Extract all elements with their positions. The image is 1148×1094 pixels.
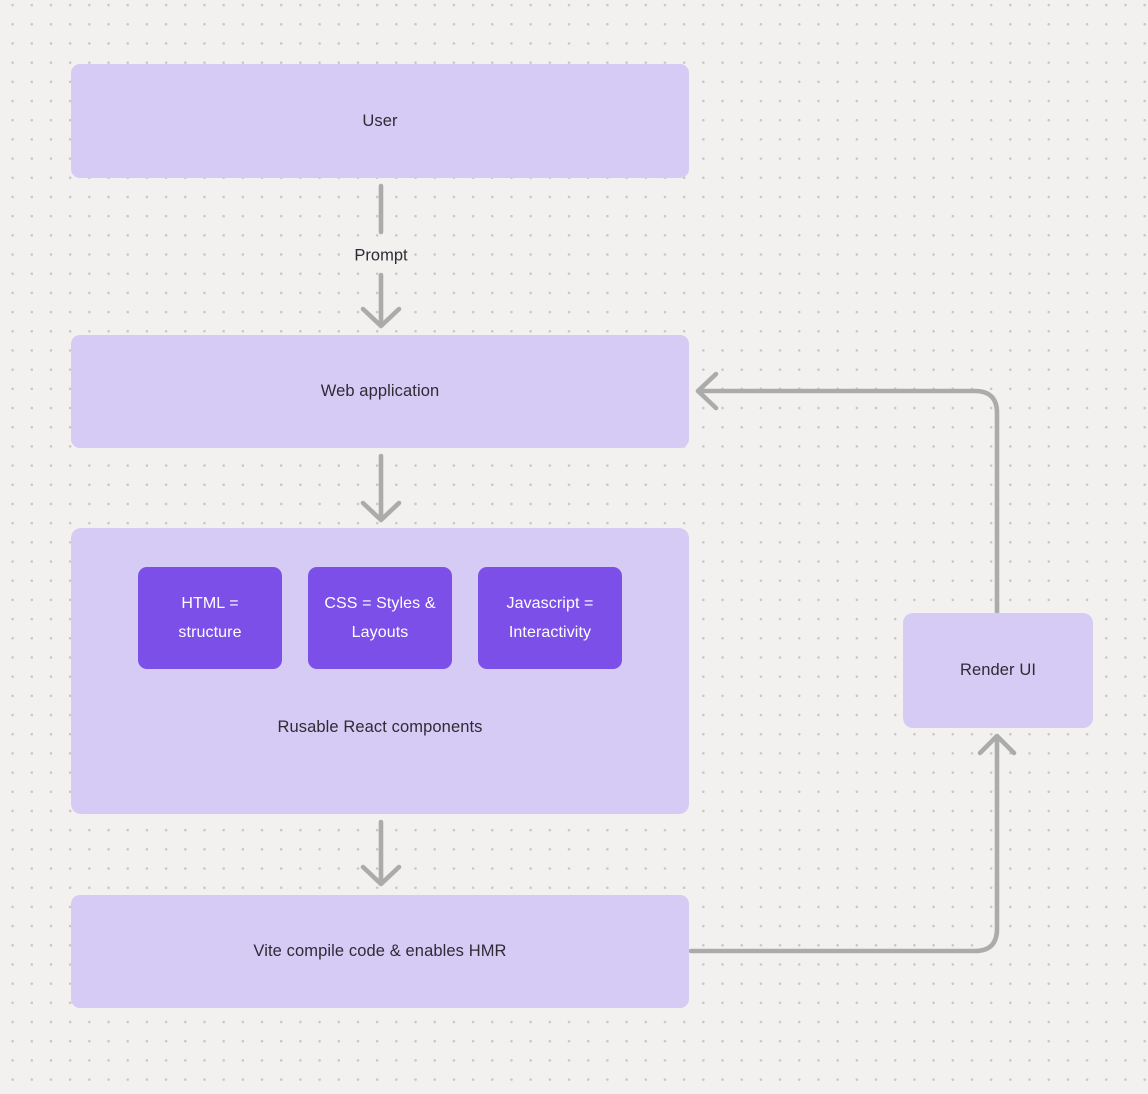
web-application-node-label: Web application: [320, 382, 440, 400]
arrow-down-icon: [360, 306, 402, 329]
components-group-node: HTML = structure CSS = Styles & Layouts …: [71, 528, 689, 814]
user-node: User: [71, 64, 689, 178]
render-ui-node-label: Render UI: [959, 661, 1037, 679]
html-chip-label: HTML = structure: [178, 595, 242, 641]
render-ui-node: Render UI: [903, 613, 1093, 728]
arrow-down-icon: [360, 500, 402, 523]
vite-node: Vite compile code & enables HMR: [71, 895, 689, 1008]
arrow-up-icon: [977, 733, 1017, 756]
html-chip: HTML = structure: [138, 567, 282, 669]
arrow-down-icon: [360, 864, 402, 887]
edge-vite-to-render: [688, 737, 1000, 954]
prompt-edge-label: Prompt: [354, 246, 408, 265]
javascript-chip: Javascript = Interactivity: [478, 567, 622, 669]
edge-render-to-webapp: [697, 388, 1000, 615]
vite-node-label: Vite compile code & enables HMR: [253, 942, 507, 960]
css-chip-label: CSS = Styles & Layouts: [324, 595, 436, 641]
javascript-chip-label: Javascript = Interactivity: [506, 595, 594, 641]
components-group-label: Rusable React components: [277, 718, 483, 736]
web-application-node: Web application: [71, 335, 689, 448]
user-node-label: User: [362, 111, 398, 130]
css-chip: CSS = Styles & Layouts: [308, 567, 452, 669]
arrow-left-icon: [695, 371, 719, 411]
